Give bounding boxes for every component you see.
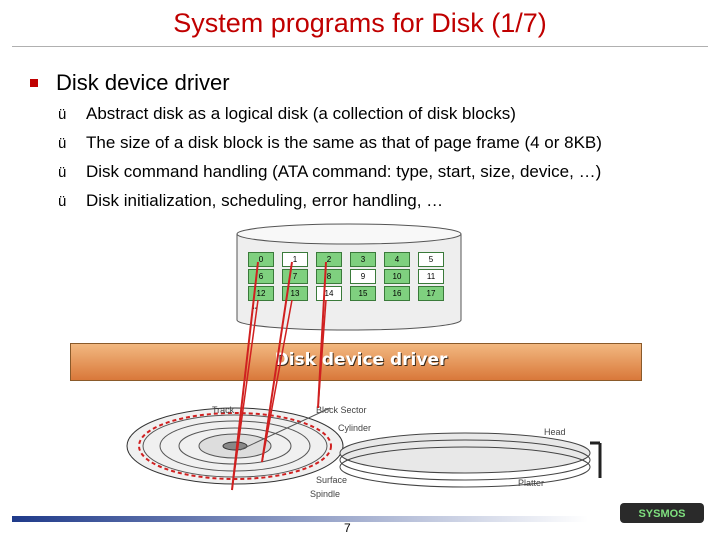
subbullet-3: Disk command handling (ATA command: type… (86, 162, 602, 181)
check-icon: ü (58, 135, 67, 152)
block-cell: 3 (350, 252, 376, 267)
head-label: Head (544, 427, 566, 437)
block-cell: 0 (248, 252, 274, 267)
square-bullet-icon (30, 79, 38, 87)
subbullet-4: Disk initialization, scheduling, error h… (86, 191, 444, 210)
block-cell: 10 (384, 269, 410, 284)
check-icon: ü (58, 193, 67, 210)
check-icon: ü (58, 164, 67, 181)
block-cell: 14 (316, 286, 342, 301)
driver-label: Disk device driver (274, 350, 448, 370)
block-cell: 7 (282, 269, 308, 284)
sysmos-logo: SYSMOS (618, 497, 706, 527)
cylinder-label: Cylinder (338, 423, 372, 433)
logo-text: SYSMOS (638, 508, 685, 520)
block-cell: 4 (384, 252, 410, 267)
subbullet-2: The size of a disk block is the same as … (86, 133, 602, 152)
platter-drawing (126, 407, 602, 488)
disk-device-driver-bar: Disk device driver (70, 343, 642, 381)
track-label: Track (212, 405, 235, 415)
block-cell: 13 (282, 286, 308, 301)
physical-disk-diagram: Track Block Sector Cylinder Head Surface… (120, 398, 620, 504)
slide-title: System programs for Disk (1/7) (173, 8, 547, 38)
page-number: 7 (344, 521, 351, 535)
main-bullet: Disk device driver (56, 70, 230, 95)
logical-disk: 0 1 2 3 4 5 6 7 8 9 10 11 12 13 14 15 16… (236, 222, 462, 332)
block-cell: 12 (248, 286, 274, 301)
spindle-label: Spindle (310, 489, 341, 499)
surface-label: Surface (316, 475, 348, 485)
blocks-continuation: .. (252, 301, 258, 312)
block-sector-label: Block Sector (316, 405, 367, 415)
logo-mark: SYSMOS (620, 503, 704, 523)
block-cell: 16 (384, 286, 410, 301)
block-cell: 8 (316, 269, 342, 284)
block-cell: 5 (418, 252, 444, 267)
block-cell: 9 (350, 269, 376, 284)
title-divider (12, 46, 708, 47)
platter-label: Platter (518, 478, 545, 488)
check-icon: ü (58, 106, 67, 123)
block-cell: 17 (418, 286, 444, 301)
subbullet-1: Abstract disk as a logical disk (a colle… (86, 104, 516, 123)
block-cell: 15 (350, 286, 376, 301)
block-cell: 2 (316, 252, 342, 267)
block-cell: 6 (248, 269, 274, 284)
footer-bar (12, 516, 588, 522)
block-cell: 11 (418, 269, 444, 284)
block-cell: 1 (282, 252, 308, 267)
